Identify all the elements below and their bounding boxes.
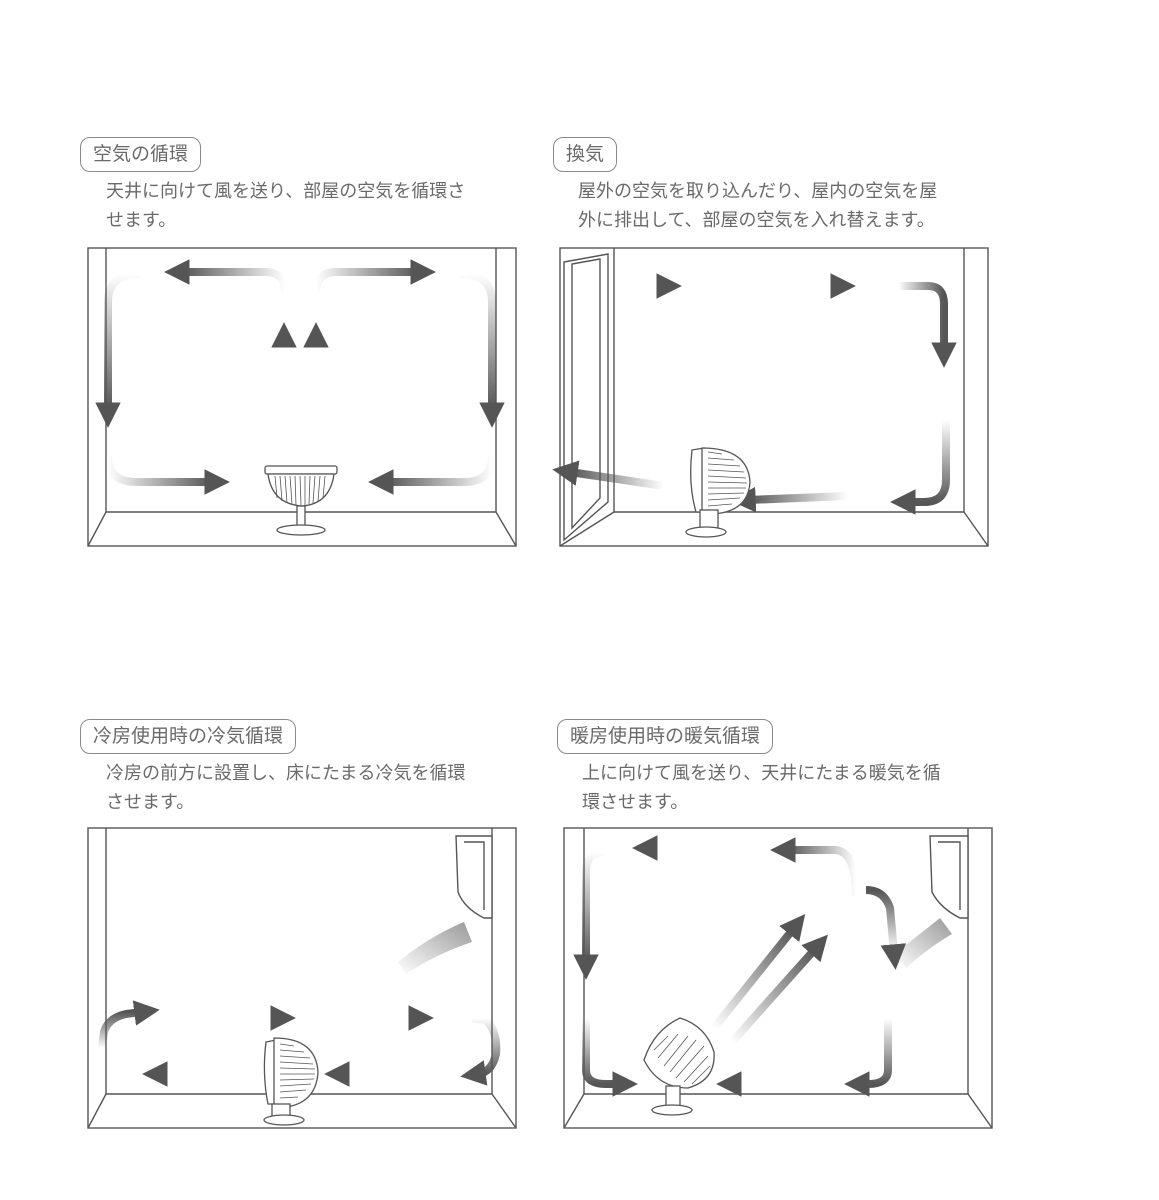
arrow-icon bbox=[890, 420, 950, 515]
room-outline bbox=[563, 827, 993, 1129]
arrow-icon bbox=[460, 1014, 501, 1086]
airflow-arrows bbox=[573, 835, 907, 1097]
arrow-icon bbox=[730, 486, 849, 513]
arrow-icon bbox=[164, 259, 289, 293]
airflow-arrows bbox=[552, 273, 957, 515]
panel-description-line2: 環させます。 bbox=[582, 792, 689, 813]
arrow-icon bbox=[368, 455, 496, 495]
panel-title: 暖房使用時の暖気循環 bbox=[557, 719, 774, 754]
arrow-icon bbox=[844, 1018, 892, 1097]
room-diagram bbox=[563, 827, 993, 1129]
arrow-icon bbox=[312, 259, 436, 293]
heater-icon bbox=[929, 835, 969, 919]
airflow-arrows bbox=[95, 259, 505, 495]
panel-title: 換気 bbox=[553, 137, 618, 172]
arrow-icon bbox=[898, 282, 957, 368]
arrow-icon bbox=[770, 837, 860, 897]
window-icon bbox=[563, 253, 609, 542]
arrow-icon bbox=[729, 934, 828, 1045]
panel-description-line2: 外に排出して、部屋の空気を入れ替えます。 bbox=[578, 210, 935, 231]
arrow-icon bbox=[104, 455, 230, 495]
fan-icon bbox=[685, 447, 751, 538]
room-outline bbox=[87, 827, 517, 1129]
room-outline bbox=[87, 247, 517, 547]
panel-description-line2: させます。 bbox=[106, 792, 195, 813]
fan-icon bbox=[643, 1017, 715, 1116]
panel-description-line2: せます。 bbox=[106, 210, 177, 231]
arrow-icon bbox=[865, 886, 907, 970]
air-conditioner-icon bbox=[455, 835, 493, 919]
arrow-icon bbox=[98, 1000, 160, 1049]
room-diagram bbox=[552, 247, 989, 547]
panel-description-line1: 屋外の空気を取り込んだり、屋内の空気を屋 bbox=[578, 181, 938, 202]
airflow-arrows bbox=[98, 1000, 501, 1087]
room-diagram bbox=[87, 827, 517, 1129]
panel-title: 空気の循環 bbox=[80, 137, 202, 172]
airflow-plume bbox=[398, 922, 472, 974]
arrow-icon bbox=[95, 270, 141, 428]
room-diagram bbox=[87, 247, 517, 547]
room-outline bbox=[559, 247, 989, 547]
arrow-icon bbox=[582, 1018, 638, 1097]
arrow-icon bbox=[710, 914, 806, 1031]
fan-icon bbox=[264, 465, 338, 536]
panel-description-line1: 上に向けて風を送り、天井にたまる暖気を循 bbox=[582, 763, 941, 784]
fan-icon bbox=[263, 1037, 319, 1126]
panel-description-line1: 天井に向けて風を送り、部屋の空気を循環さ bbox=[106, 181, 466, 202]
panel-title: 冷房使用時の冷気循環 bbox=[80, 719, 297, 754]
arrow-icon bbox=[573, 848, 605, 980]
panel-description-line1: 冷房の前方に設置し、床にたまる冷気を循環 bbox=[106, 763, 466, 784]
arrow-icon bbox=[459, 270, 505, 428]
arrow-icon bbox=[552, 460, 665, 490]
airflow-plume bbox=[894, 918, 952, 968]
